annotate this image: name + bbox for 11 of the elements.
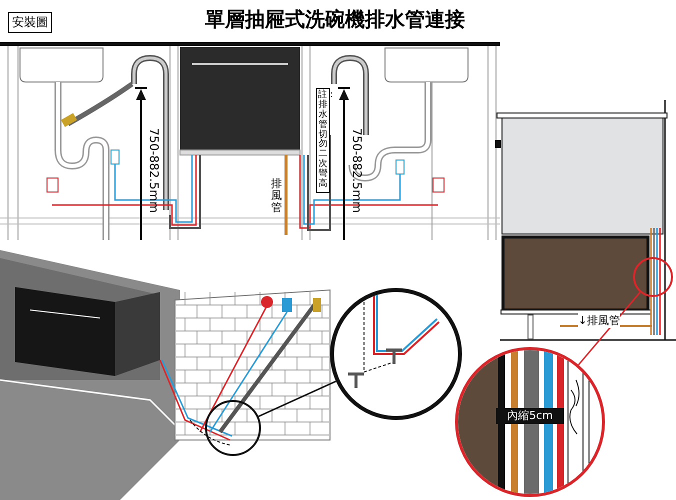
pipe-label: ↓排風管 <box>578 313 620 328</box>
title: 單層抽屜式洗碗機排水管連接 <box>204 6 466 33</box>
callout-circle <box>633 257 673 297</box>
tag-label: 安裝圖 <box>8 12 52 33</box>
pipe-label: 排風管 <box>270 178 283 214</box>
dimension-label: 750-882.5mm <box>147 128 161 213</box>
leader-line <box>258 380 336 418</box>
note-label: 註：排水管切勿二次彎高 <box>316 88 330 193</box>
dimension-label: 內縮5cm <box>496 408 564 424</box>
dimension-label: 750-882.5mm <box>350 128 364 213</box>
callout-circle <box>205 400 261 456</box>
